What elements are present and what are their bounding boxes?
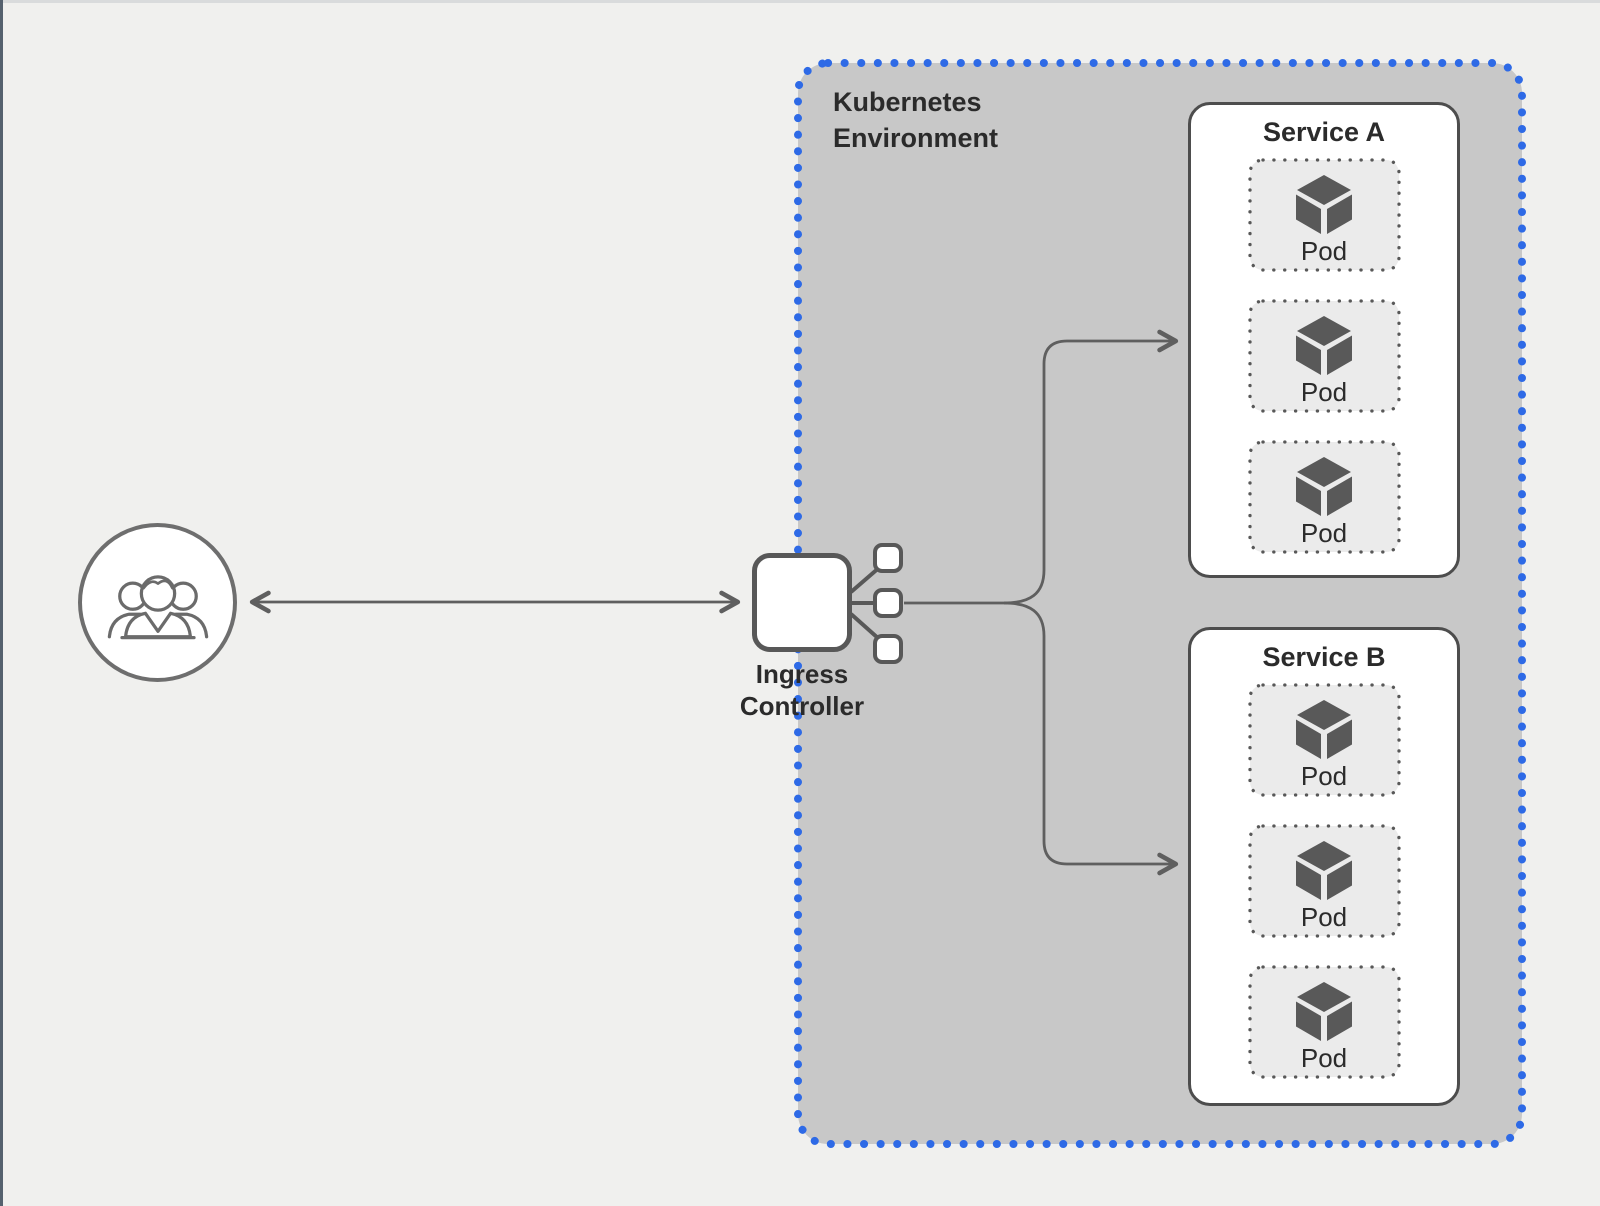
pod-dotted-border — [1247, 299, 1401, 413]
pod-label: Pod — [1300, 518, 1348, 548]
pod-box: Pod — [1247, 683, 1401, 797]
pod-label: Pod — [1300, 761, 1348, 791]
pod-label: Pod — [1300, 236, 1348, 266]
service-b-title: Service B — [1262, 642, 1386, 672]
pod-dotted-border — [1247, 440, 1401, 554]
window-left-edge — [0, 0, 3, 1206]
arrow-to-service-b — [1003, 601, 1179, 876]
pod-dotted-border — [1247, 683, 1401, 797]
ingress-controller-label: Ingress Controller — [739, 659, 865, 721]
environment-label: Kubernetes Environment — [833, 87, 999, 153]
ingress-endpoint-square-icon — [873, 588, 903, 618]
cube-icon — [1296, 982, 1352, 1041]
cube-icon — [1296, 700, 1352, 759]
pod-box: Pod — [1247, 299, 1401, 413]
cube-icon — [1296, 457, 1352, 516]
arrow-to-service-a — [1003, 329, 1179, 605]
cube-icon — [1296, 841, 1352, 900]
pod-label: Pod — [1300, 1043, 1348, 1073]
pod-box: Pod — [1247, 965, 1401, 1079]
pod-label: Pod — [1300, 377, 1348, 407]
ingress-controller-icon — [752, 553, 852, 652]
service-b-box: Service B Pod Pod Pod — [1188, 627, 1460, 1106]
pod-box: Pod — [1247, 158, 1401, 272]
service-a-title: Service A — [1262, 117, 1386, 147]
pod-label: Pod — [1300, 902, 1348, 932]
pod-box: Pod — [1247, 824, 1401, 938]
ingress-endpoint-square-icon — [873, 543, 903, 573]
pod-dotted-border — [1247, 824, 1401, 938]
users-group-glyph — [107, 574, 208, 639]
cube-icon — [1296, 316, 1352, 375]
ingress-endpoint-square-icon — [873, 634, 903, 664]
pod-dotted-border — [1247, 158, 1401, 272]
pod-box: Pod — [1247, 440, 1401, 554]
cube-icon — [1296, 175, 1352, 234]
service-a-box: Service A Pod Pod Pod — [1188, 102, 1460, 578]
pod-dotted-border — [1247, 965, 1401, 1079]
users-icon — [78, 523, 237, 682]
window-top-edge — [0, 0, 1600, 3]
